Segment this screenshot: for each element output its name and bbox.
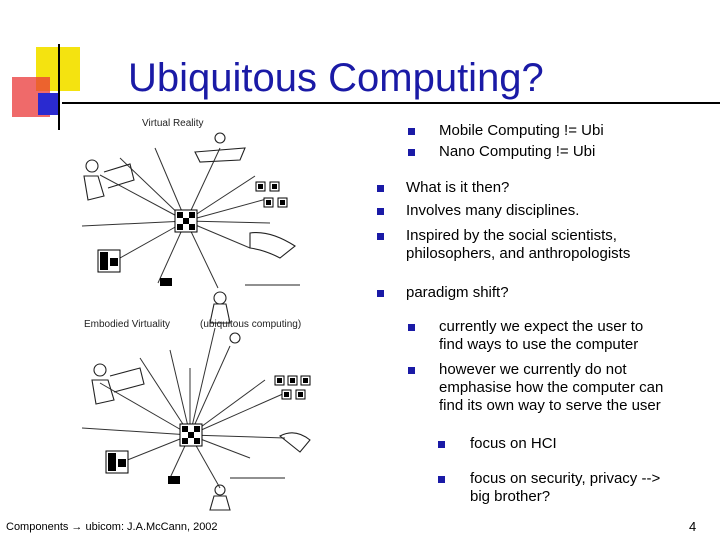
bullet-item: Nano Computing != Ubi [408, 143, 595, 161]
bullet-text: focus on security, privacy --> big broth… [470, 470, 661, 505]
bullet-item: Mobile Computing != Ubi [408, 122, 604, 140]
bullet-item: focus on security, privacy --> big broth… [438, 470, 660, 506]
bullet-marker [377, 290, 384, 297]
bullet-marker [438, 441, 445, 448]
bullet-marker [408, 128, 415, 135]
bullet-marker [438, 476, 445, 483]
bullet-text: focus on HCI [470, 435, 557, 452]
bullet-item: What is it then? [377, 179, 509, 197]
bullet-item: Inspired by the social scientists, philo… [377, 227, 630, 263]
title-rule [62, 102, 720, 104]
slide-footer: Components → ubicom: J.A.McCann, 2002 [6, 521, 218, 533]
slide-title: Ubiquitous Computing? [128, 56, 544, 100]
label-ubiquitous-computing: (ubiquitous computing) [200, 319, 302, 330]
bullet-marker [377, 208, 384, 215]
bullet-marker [408, 367, 415, 374]
bullet-item: however we currently do not emphasise ho… [408, 361, 663, 415]
bullet-marker [377, 233, 384, 240]
decor-vertical-line [58, 44, 60, 130]
bullet-text: Mobile Computing != Ubi [439, 122, 604, 139]
label-embodied-virtuality: Embodied Virtuality [84, 319, 170, 330]
bullet-text: Involves many disciplines. [406, 202, 580, 219]
page-number: 4 [689, 519, 697, 534]
bullet-item: paradigm shift? [377, 284, 509, 302]
bullet-item: Involves many disciplines. [377, 202, 579, 220]
bullet-item: focus on HCI [438, 435, 557, 453]
ubicomp-illustration [81, 132, 311, 511]
bullet-text: however we currently do not emphasise ho… [439, 361, 664, 414]
bullet-marker [408, 149, 415, 156]
bullet-marker [377, 185, 384, 192]
bullet-text: paradigm shift? [406, 284, 509, 301]
bullet-text: What is it then? [406, 179, 510, 196]
decor-blue-square [38, 93, 60, 115]
bullet-item: currently we expect the user to find way… [408, 318, 643, 354]
label-virtual-reality: Virtual Reality [142, 118, 204, 129]
bullet-text: currently we expect the user to find way… [439, 318, 644, 353]
bullet-text: Inspired by the social scientists, philo… [406, 227, 631, 262]
bullet-marker [408, 324, 415, 331]
bullet-text: Nano Computing != Ubi [439, 143, 596, 160]
